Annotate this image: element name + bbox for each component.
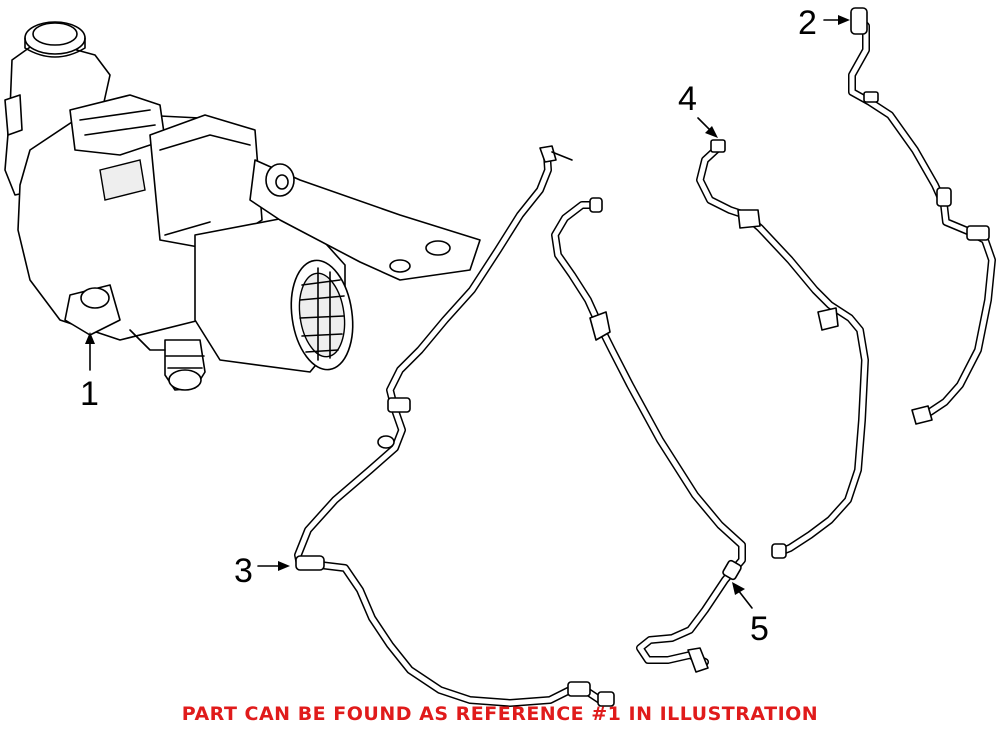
callout-4: 4: [678, 80, 718, 138]
hose-part-4[interactable]: [696, 139, 869, 559]
callout-5: 5: [732, 582, 769, 648]
reference-note: PART CAN BE FOUND AS REFERENCE #1 IN ILL…: [181, 703, 819, 725]
callout-2-arrow-icon: [838, 15, 850, 25]
hose-part-3[interactable]: [294, 145, 615, 707]
callout-4-label: 4: [678, 80, 697, 118]
callout-1-arrow-icon: [85, 332, 95, 344]
callout-2: 2: [798, 4, 850, 42]
callout-3-label: 3: [234, 552, 253, 590]
callout-4-arrow-icon: [705, 126, 718, 138]
callout-1: 1: [80, 332, 99, 413]
callout-5-label: 5: [750, 610, 769, 648]
callout-5-arrow-icon: [732, 582, 745, 595]
power-steering-pump[interactable]: [4, 21, 481, 391]
callout-3-arrow-icon: [278, 561, 290, 571]
callout-3: 3: [234, 552, 290, 590]
callout-1-label: 1: [80, 375, 99, 413]
hose-part-5[interactable]: [551, 197, 746, 673]
callout-2-label: 2: [798, 4, 817, 42]
hose-part-2[interactable]: [848, 7, 996, 425]
